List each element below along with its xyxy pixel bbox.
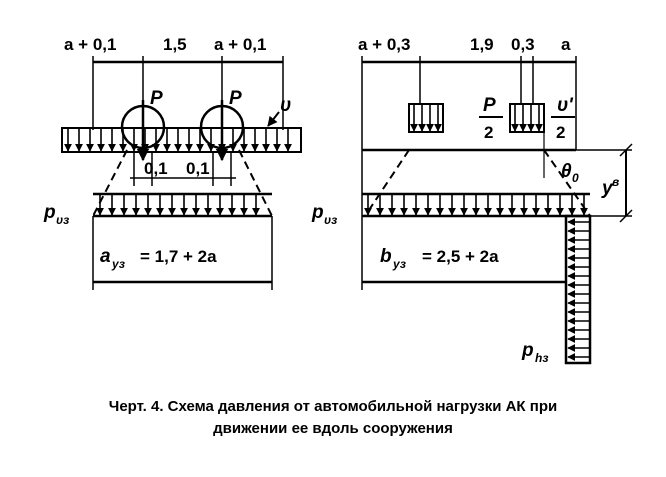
right-spread-line-2 (543, 149, 591, 217)
right-load-group-arrows (410, 105, 543, 132)
right-depth-sub: в (612, 175, 619, 189)
right-horizontal-pressure-label: p (521, 340, 534, 361)
right-pressure-arrows (364, 195, 588, 216)
left-dim-2: 1,5 (163, 35, 187, 54)
right-frac-v-den: 2 (556, 123, 565, 142)
right-dim-4: a (561, 35, 571, 54)
left-diagram (61, 56, 302, 290)
left-dim-1: a + 0,1 (64, 35, 116, 54)
right-horizontal-pressure-column (564, 214, 592, 365)
left-width-sub: уз (111, 257, 125, 271)
right-diagram (361, 56, 633, 365)
right-spread-line-1 (364, 149, 410, 217)
left-pressure-arrows (96, 195, 260, 216)
right-width-sub: уз (392, 257, 406, 271)
right-load-group-1 (408, 103, 444, 133)
left-strip-arrows (64, 129, 292, 152)
right-width-formula: = 2,5 + 2a (422, 247, 499, 266)
right-depth-label: y (601, 178, 614, 199)
left-width-a: a (100, 246, 111, 267)
right-dim-2: 1,9 (470, 35, 494, 54)
right-load-group-2 (509, 103, 545, 133)
left-pressure-sub: υз (56, 213, 69, 227)
left-dim-3: a + 0,1 (214, 35, 266, 54)
right-dim-1: a + 0,3 (358, 35, 410, 54)
caption-line-2: движении ее вдоль сооружения (213, 420, 453, 437)
left-load-p-1: P (150, 88, 163, 109)
right-width-b: b (380, 246, 392, 267)
right-frac-p-den: 2 (484, 123, 493, 142)
right-frac-p-num: P (483, 95, 496, 116)
right-dim-3: 0,3 (511, 35, 535, 54)
left-inner-2: 0,1 (186, 159, 210, 178)
right-horizontal-pressure-sub: hз (535, 351, 548, 365)
right-pressure-label: p (311, 202, 324, 223)
left-load-v: υ (280, 95, 291, 116)
right-frac-v-num: υ' (557, 95, 574, 116)
left-inner-1: 0,1 (144, 159, 168, 178)
right-pressure-sub: υз (324, 213, 337, 227)
left-load-p-2: P (229, 88, 242, 109)
left-v-arrow (267, 111, 280, 127)
left-width-formula: = 1,7 + 2a (140, 247, 217, 266)
right-theta: θ (561, 161, 572, 182)
left-load-strip (61, 127, 302, 153)
right-horizontal-pressure-arrows (567, 218, 589, 361)
right-theta-sub: 0 (572, 171, 579, 185)
left-pressure-label: p (43, 202, 56, 223)
caption-line-1: Черт. 4. Схема давления от автомобильной… (108, 398, 558, 415)
left-spread-line-1 (92, 149, 128, 217)
